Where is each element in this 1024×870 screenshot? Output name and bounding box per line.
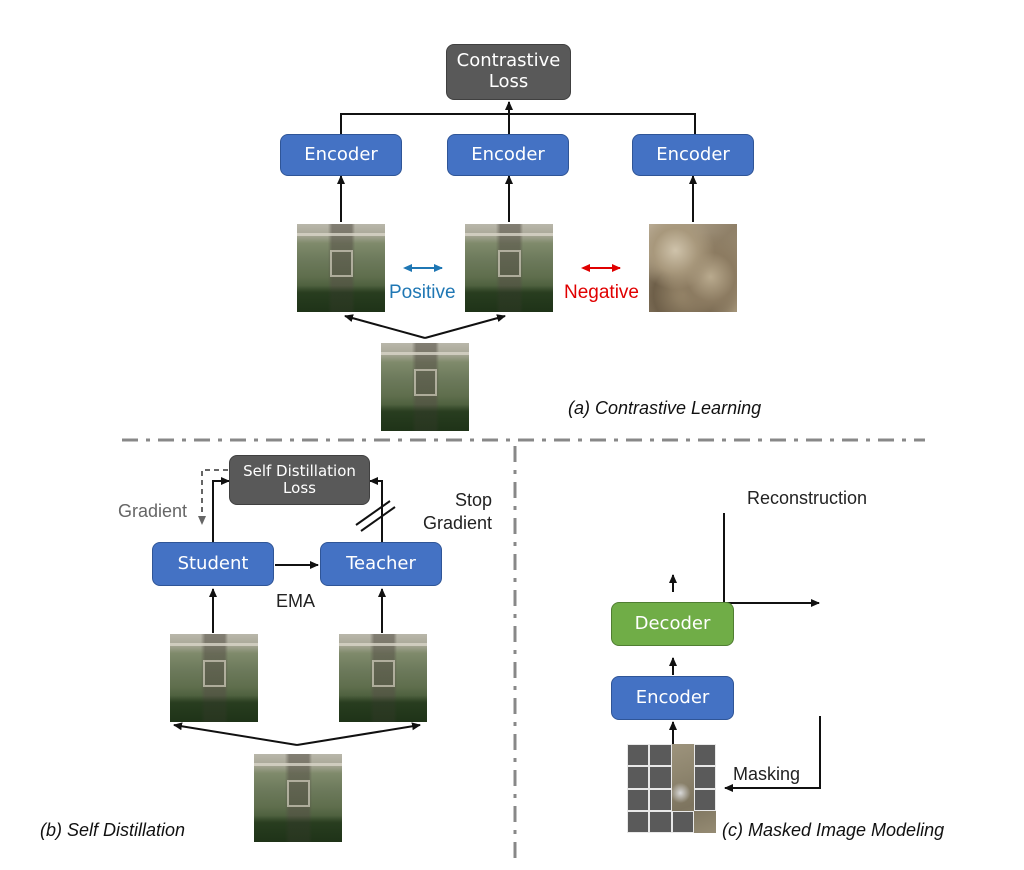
aerial-image-view-2 — [465, 224, 553, 312]
reconstruction-label: Reconstruction — [747, 488, 868, 508]
masked-image — [627, 744, 716, 833]
self-distillation-connectors — [173, 477, 421, 746]
encoder-box-3: Encoder — [632, 134, 754, 176]
original-image — [774, 623, 862, 711]
caption-self-distillation: (b) Self Distillation — [40, 820, 186, 840]
mask-patch — [671, 810, 694, 833]
caption-contrastive: (a) Contrastive Learning — [568, 398, 762, 418]
negative-image — [649, 224, 737, 312]
mask-patch — [693, 766, 716, 789]
decoder-box: Decoder — [611, 602, 734, 646]
aerial-image-source — [381, 343, 469, 431]
teacher-box: Teacher — [320, 542, 442, 586]
mask-patch — [693, 788, 716, 811]
self-distillation-loss-box: Self Distillation Loss — [229, 455, 370, 505]
encoder-box-1: Encoder — [280, 134, 402, 176]
reconstructed-image — [627, 469, 716, 558]
mask-patch — [693, 744, 716, 767]
mim-encoder-box: Encoder — [611, 676, 734, 720]
positive-label: Positive — [389, 282, 456, 303]
student-input-image — [170, 634, 258, 722]
mask-patch — [649, 810, 672, 833]
mask-patch — [649, 788, 672, 811]
negative-label: Negative — [564, 282, 639, 303]
student-box: Student — [152, 542, 274, 586]
mask-patch — [627, 810, 650, 833]
contrastive-connectors — [337, 101, 697, 339]
contrastive-loss-box: Contrastive Loss — [446, 44, 571, 100]
teacher-input-image — [339, 634, 427, 722]
self-distillation-source-image — [254, 754, 342, 842]
mask-patch — [649, 766, 672, 789]
mask-patch — [649, 744, 672, 767]
aerial-image-view-1 — [297, 224, 385, 312]
masking-label: Masking — [733, 764, 801, 784]
caption-masked-image-modeling: (c) Masked Image Modeling — [722, 820, 945, 840]
gradient-label: Gradient — [118, 501, 188, 521]
encoder-box-2: Encoder — [447, 134, 569, 176]
mask-patch — [627, 766, 650, 789]
mask-patch — [627, 788, 650, 811]
mask-patch — [627, 744, 650, 767]
ema-label: EMA — [276, 591, 316, 611]
gradient-dashed-arrow — [198, 469, 228, 525]
stop-gradient-label: Stop Gradient — [422, 490, 492, 533]
